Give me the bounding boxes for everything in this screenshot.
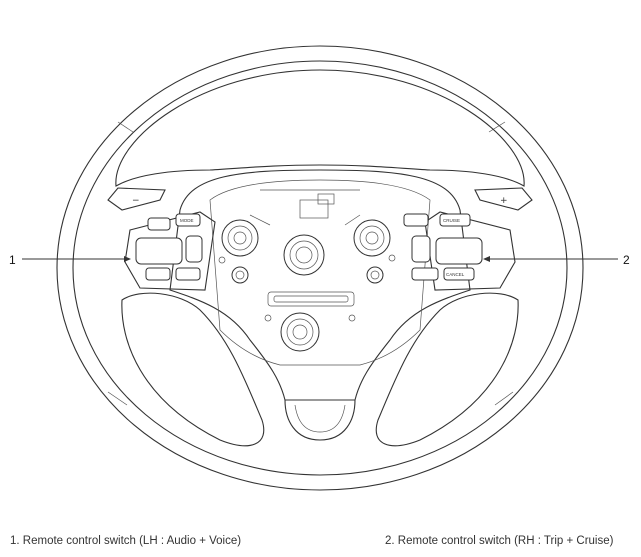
rh-info-button [403,213,429,227]
rh-ok-rocker [411,235,431,263]
leader-arrow-2 [483,256,490,262]
caption-1: 1. Remote control switch (LH : Audio + V… [10,535,242,547]
lh-remote-switch: MODE [124,211,216,291]
lh-call-button [145,267,171,281]
caption-2: 2. Remote control switch (RH : Trip + Cr… [385,535,614,547]
leader-lines [22,256,618,262]
rh-distance-button [411,267,439,281]
center-hub [169,169,471,441]
lower-left-opening [121,292,265,447]
steering-wheel-rim [56,45,584,491]
rh-cancel-label: CANCEL [446,272,465,277]
lh-volume-rocker [135,237,183,265]
rh-cruise-button [439,213,471,227]
lh-seek-rocker [185,235,203,263]
rh-cancel-button [443,267,475,281]
upper-spoke [115,69,525,187]
paddle-left-label: − [132,196,140,206]
lh-mode-label: MODE [180,218,194,223]
paddle-right-label: + [500,196,508,206]
lower-right-opening [375,292,519,447]
lh-voice-button [147,217,171,231]
callout-number-2: 2 [623,253,630,267]
steering-wheel-diagram: − + [22,45,618,491]
lh-end-button [175,267,201,281]
lh-mode-button [175,213,201,227]
hub-components [218,189,396,352]
rh-cruise-label: CRUISE [443,218,460,223]
paddle-left: − [107,187,166,211]
rh-trip-rocker [435,237,483,265]
rh-remote-switch: CRUISE CANCEL [403,211,516,291]
paddle-right: + [474,187,533,211]
leader-arrow-1 [124,256,131,262]
callout-number-1: 1 [9,253,16,267]
